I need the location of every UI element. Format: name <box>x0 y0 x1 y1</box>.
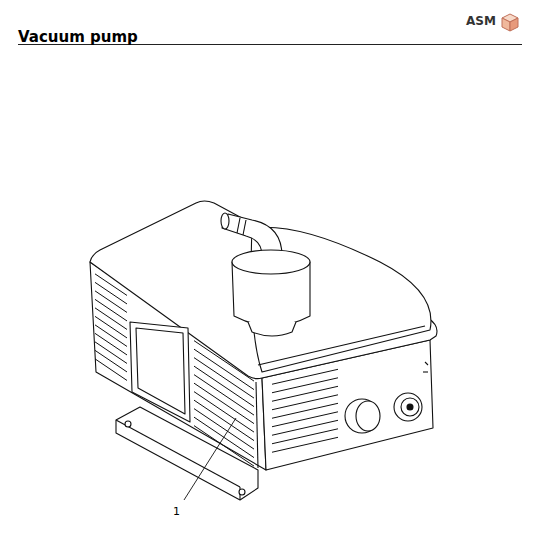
cover-plate-inner <box>136 328 185 414</box>
fin-line <box>272 386 338 401</box>
fin-line <box>272 412 338 427</box>
fin-line <box>194 341 254 381</box>
fin-line <box>194 358 254 398</box>
fin-line <box>272 420 338 435</box>
fin-line <box>194 392 254 432</box>
gauge <box>394 393 422 421</box>
pipe-ring <box>243 220 246 235</box>
fin-line <box>95 291 127 313</box>
fin-line <box>95 316 127 338</box>
fin-line <box>194 349 254 389</box>
fin-line <box>272 369 338 384</box>
knob <box>345 399 379 433</box>
fin-line <box>272 437 338 452</box>
fin-line <box>194 409 254 449</box>
fin-line <box>95 333 127 355</box>
fin-line <box>95 282 127 304</box>
base-hole <box>239 489 245 495</box>
fin-line <box>95 359 127 381</box>
logo-cube <box>502 14 518 31</box>
gauge-center <box>407 404 413 410</box>
pipe-end <box>221 213 229 229</box>
callout-number: 1 <box>173 505 180 518</box>
fin-line <box>95 274 127 296</box>
fin-line <box>272 395 338 410</box>
base-hole <box>125 421 131 427</box>
fin-line <box>95 350 127 372</box>
cooling-fins <box>95 274 338 466</box>
knob-face <box>356 401 380 431</box>
logo-text: ASM <box>466 14 496 28</box>
fin-line <box>95 342 127 364</box>
mark <box>425 362 428 365</box>
mark <box>423 371 428 372</box>
fin-line <box>194 366 254 406</box>
fin-line <box>95 299 127 321</box>
fin-line <box>194 383 254 423</box>
fin-line <box>95 308 127 330</box>
fin-line <box>272 429 338 444</box>
fin-line <box>194 426 254 466</box>
cover-plate <box>130 322 190 422</box>
vacuum-pump <box>90 201 437 500</box>
pipe-ring <box>237 218 240 233</box>
fin-line <box>272 403 338 418</box>
seam <box>256 382 258 468</box>
filter-top <box>232 250 310 274</box>
fin-line <box>272 378 338 393</box>
fin-line <box>95 325 127 347</box>
page-title: Vacuum pump <box>18 28 138 46</box>
fin-line <box>194 375 254 415</box>
gauge-inner <box>401 398 419 416</box>
fin-line <box>194 400 254 440</box>
filter-base <box>248 322 296 336</box>
leader-line <box>184 418 236 500</box>
